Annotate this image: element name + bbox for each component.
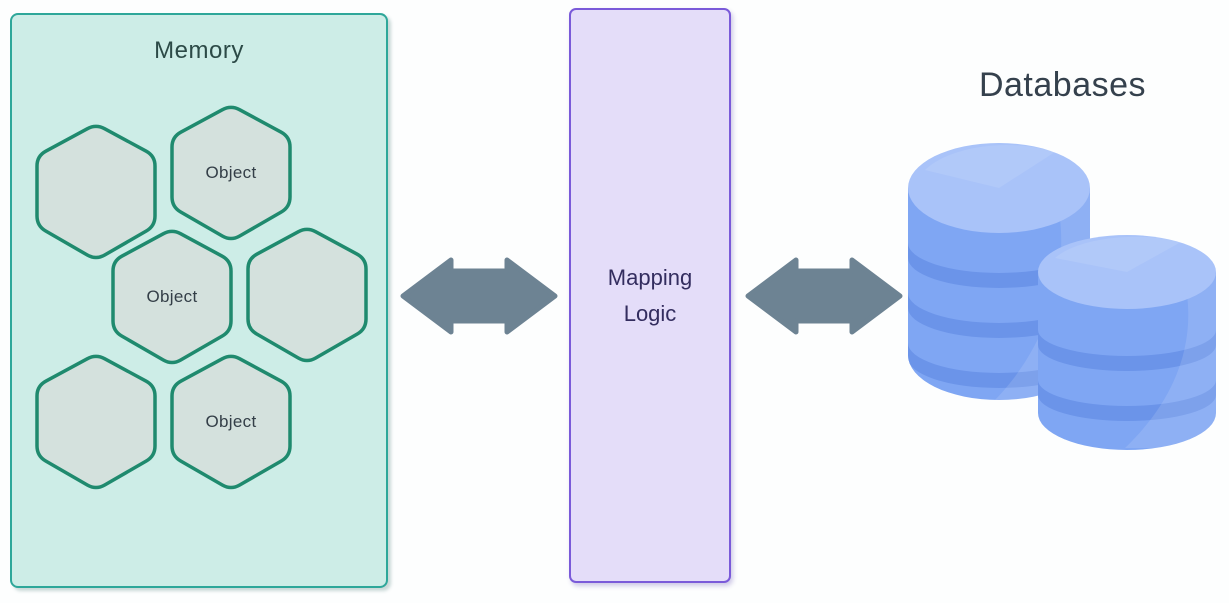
hexagon-object-1: Object <box>169 102 293 244</box>
hexagon-icon <box>35 124 157 260</box>
hexagon-object-2: Object <box>110 226 234 368</box>
hexagon-object-3: Object <box>169 351 293 493</box>
hexagon-label: Object <box>205 163 257 182</box>
hexagon-icon <box>170 105 292 241</box>
hexagon-icon <box>111 229 233 365</box>
memory-title: Memory <box>154 37 244 64</box>
memory-container: Memory Object Object <box>10 13 388 588</box>
double-arrow-icon <box>400 257 558 335</box>
hexagon-icon <box>170 354 292 490</box>
database-stack-icon <box>908 143 1216 450</box>
mapping-logic-container: Mapping Logic <box>569 8 731 583</box>
hexagon-label: Object <box>205 412 257 431</box>
hexagon-blank-2 <box>245 224 369 366</box>
hexagon-blank-3 <box>34 351 158 493</box>
hexagon-icon <box>35 354 157 490</box>
mapping-logic-title-line2: Logic <box>623 300 677 326</box>
hexagon-blank-1 <box>34 121 158 263</box>
mapping-logic-title-line1: Mapping <box>607 264 693 290</box>
double-arrow-icon <box>745 257 903 335</box>
hexagon-label: Object <box>146 287 198 306</box>
hexagon-icon <box>246 227 368 363</box>
database-cylinder-front <box>1038 235 1216 450</box>
databases-title: Databases <box>978 66 1147 104</box>
